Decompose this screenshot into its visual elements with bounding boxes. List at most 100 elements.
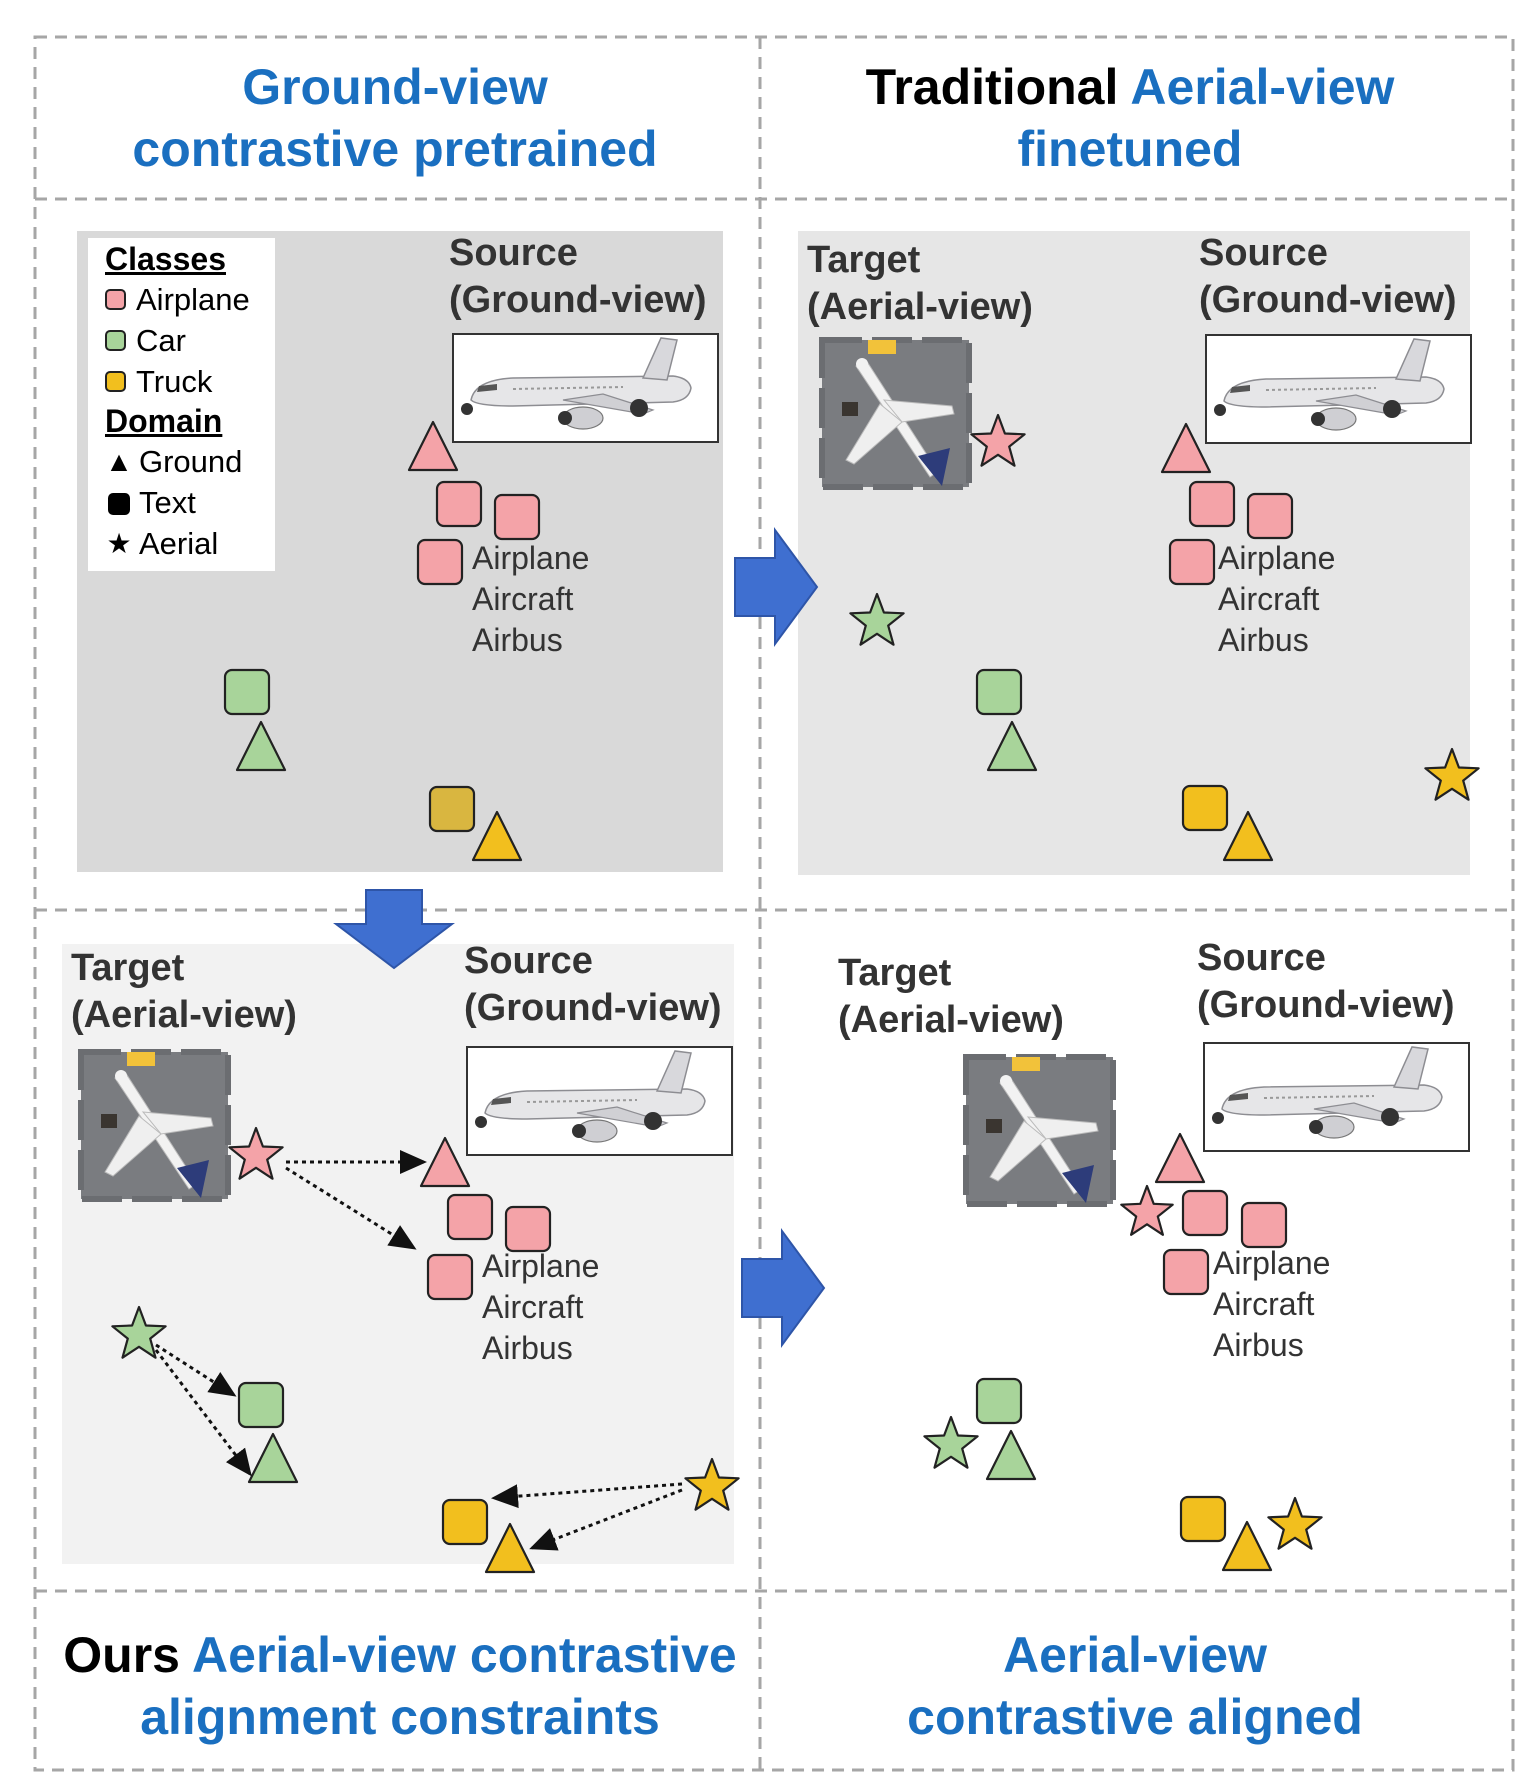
aerial-view-airplane-image bbox=[822, 340, 969, 487]
alignment-arrow bbox=[529, 1488, 683, 1551]
truck-ground-triangle bbox=[484, 1522, 536, 1574]
ground-view-airplane-image bbox=[466, 1046, 733, 1156]
airplane-ground-triangle bbox=[1160, 422, 1212, 474]
car-aerial-star bbox=[923, 1415, 979, 1469]
airplane-text-square bbox=[416, 538, 464, 586]
car-ground-triangle bbox=[235, 720, 287, 772]
car-ground-triangle bbox=[986, 720, 1038, 772]
car-text-square bbox=[237, 1381, 285, 1429]
truck-aerial-star bbox=[1267, 1496, 1323, 1550]
rounded-square-icon bbox=[105, 482, 133, 523]
triangle-icon: ▲ bbox=[105, 446, 133, 477]
truck-text-square bbox=[1179, 1495, 1227, 1543]
airplane-text-square bbox=[446, 1193, 494, 1241]
title-line: Ground-view bbox=[242, 59, 548, 115]
airplane-text-square bbox=[1162, 1248, 1210, 1296]
title-traditional-finetuned: Traditional Aerial-view finetuned bbox=[780, 56, 1480, 180]
legend-label: Text bbox=[139, 485, 196, 520]
airplane-aerial-star bbox=[228, 1126, 284, 1180]
airplane-text-square bbox=[1181, 1189, 1229, 1237]
legend-label: Car bbox=[136, 323, 186, 358]
aerial-view-airplane-image bbox=[81, 1052, 228, 1199]
legend-item-text: Text bbox=[105, 482, 275, 523]
airplane-text-square bbox=[504, 1205, 552, 1253]
legend-item-aerial: ★Aerial bbox=[105, 523, 275, 564]
airplane-aerial-star bbox=[970, 413, 1026, 467]
airplane-ground-triangle bbox=[1154, 1132, 1206, 1184]
airplane-swatch bbox=[105, 289, 126, 310]
airplane-text-square bbox=[493, 493, 541, 541]
airplane-text-square bbox=[1240, 1201, 1288, 1249]
target-label: Target(Aerial-view) bbox=[71, 947, 297, 1036]
airplane-ground-triangle bbox=[419, 1136, 471, 1188]
ground-view-airplane-image bbox=[1203, 1042, 1470, 1152]
title-ours-constraints: Ours Aerial-view contrastive alignment c… bbox=[40, 1624, 760, 1748]
legend: Classes Airplane Car Truck Domain ▲Groun… bbox=[88, 238, 275, 571]
car-ground-triangle bbox=[247, 1432, 299, 1484]
target-label: Target(Aerial-view) bbox=[838, 952, 1064, 1041]
title-ground-view-pretrained: Ground-view contrastive pretrained bbox=[60, 56, 730, 180]
truck-text-square bbox=[441, 1498, 489, 1546]
transition-arrow bbox=[333, 889, 455, 970]
star-icon: ★ bbox=[106, 528, 132, 559]
legend-label: Airplane bbox=[136, 282, 250, 317]
title-line: Aerial-view bbox=[1130, 59, 1395, 115]
source-label: Source(Ground-view) bbox=[1199, 232, 1457, 321]
title-line: alignment constraints bbox=[140, 1689, 660, 1745]
car-text-square bbox=[223, 668, 271, 716]
title-aerial-aligned: Aerial-view contrastive aligned bbox=[780, 1624, 1490, 1748]
airplane-aerial-star bbox=[1120, 1184, 1174, 1236]
title-line: contrastive pretrained bbox=[132, 121, 658, 177]
alignment-arrow bbox=[154, 1349, 252, 1477]
ground-view-airplane-image bbox=[1205, 334, 1472, 444]
alignment-arrow bbox=[491, 1482, 683, 1509]
truck-text-square bbox=[428, 785, 476, 833]
title-line: Aerial-view bbox=[1002, 1627, 1267, 1683]
legend-item-car: Car bbox=[105, 320, 275, 361]
outer-frame bbox=[33, 35, 1515, 1772]
legend-label: Truck bbox=[136, 364, 213, 399]
legend-item-airplane: Airplane bbox=[105, 279, 275, 320]
source-label: Source(Ground-view) bbox=[464, 940, 722, 1029]
transition-arrow bbox=[741, 1227, 826, 1349]
title-line: Aerial-view contrastive bbox=[192, 1627, 737, 1683]
alignment-arrow bbox=[155, 1343, 237, 1397]
car-aerial-star bbox=[849, 592, 905, 646]
title-line: contrastive aligned bbox=[907, 1689, 1363, 1745]
title-line: finetuned bbox=[1017, 121, 1243, 177]
car-ground-triangle bbox=[985, 1429, 1037, 1481]
legend-item-truck: Truck bbox=[105, 361, 275, 402]
truck-aerial-star bbox=[1424, 747, 1480, 801]
airplane-text-square bbox=[426, 1253, 474, 1301]
title-prefix: Ours bbox=[63, 1627, 180, 1683]
car-text-square bbox=[975, 1377, 1023, 1425]
alignment-arrow bbox=[285, 1166, 417, 1250]
transition-arrow bbox=[734, 526, 819, 648]
truck-ground-triangle bbox=[471, 810, 523, 862]
car-swatch bbox=[105, 330, 126, 351]
airplane-text-square bbox=[1246, 492, 1294, 540]
airplane-text-square bbox=[435, 480, 483, 528]
airplane-ground-triangle bbox=[407, 420, 459, 472]
aerial-view-airplane-image bbox=[966, 1057, 1113, 1204]
ground-view-airplane-image bbox=[452, 333, 719, 443]
car-text-square bbox=[975, 668, 1023, 716]
truck-ground-triangle bbox=[1222, 810, 1274, 862]
legend-label: Aerial bbox=[139, 526, 219, 561]
legend-item-ground: ▲Ground bbox=[105, 441, 275, 482]
truck-aerial-star bbox=[684, 1457, 740, 1511]
airplane-text-square bbox=[1188, 480, 1236, 528]
legend-label: Ground bbox=[139, 444, 243, 479]
truck-ground-triangle bbox=[1221, 1520, 1273, 1572]
source-label: Source(Ground-view) bbox=[1197, 937, 1455, 1026]
legend-classes-heading: Classes bbox=[105, 241, 226, 277]
source-label: Source(Ground-view) bbox=[449, 232, 707, 321]
title-prefix: Traditional bbox=[865, 59, 1119, 115]
